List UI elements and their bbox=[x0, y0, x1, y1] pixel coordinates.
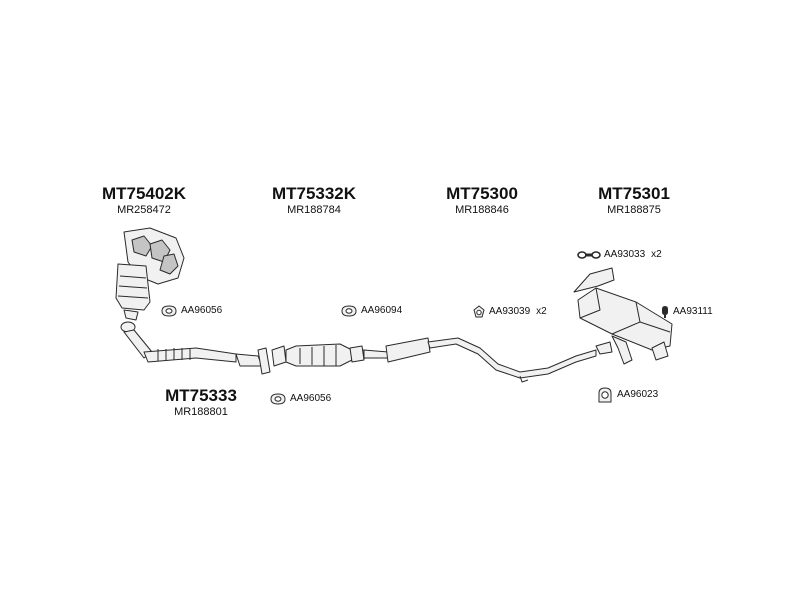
front-pipe-drawing bbox=[120, 321, 271, 375]
part-front-pipe[interactable]: MT75333 MR188801 bbox=[139, 386, 263, 419]
middle-pipe-drawing bbox=[349, 337, 597, 383]
accessory-clamp-middle[interactable]: AA93039 x2 bbox=[472, 305, 547, 319]
part-reference: MR188801 bbox=[174, 406, 228, 418]
part-code: MT75332K bbox=[271, 184, 357, 203]
part-reference: MR188846 bbox=[455, 204, 509, 216]
part-rear-silencer[interactable]: MT75301 MR188875 bbox=[572, 184, 696, 217]
accessory-label: AA96056 bbox=[290, 393, 332, 404]
part-code: MT75402K bbox=[101, 184, 187, 203]
rubber-mount-icon bbox=[662, 306, 668, 318]
gasket-icon bbox=[341, 305, 357, 317]
part-catalyst[interactable]: MT75332K MR188784 bbox=[252, 184, 376, 217]
accessory-gasket-rear[interactable]: AA96023 bbox=[596, 386, 658, 404]
exhaust-manifold-drawing bbox=[115, 227, 185, 321]
flange-gasket-icon bbox=[598, 387, 612, 403]
part-middle-pipe[interactable]: MT75300 MR188846 bbox=[420, 184, 544, 217]
accessory-gasket-catalyst[interactable]: AA96094 bbox=[340, 305, 402, 317]
part-manifold[interactable]: MT75402K MR258472 bbox=[82, 184, 206, 217]
rear-silencer-drawing bbox=[573, 267, 673, 365]
accessory-gasket-front-pipe[interactable]: AA96056 bbox=[269, 393, 331, 405]
part-reference: MR188784 bbox=[287, 204, 341, 216]
accessory-label: AA93039 bbox=[489, 306, 531, 317]
part-reference: MR258472 bbox=[117, 204, 171, 216]
accessory-label: AA96023 bbox=[617, 389, 659, 400]
part-code: MT75301 bbox=[598, 184, 670, 203]
accessory-rubber-mount[interactable]: AA93111 bbox=[660, 305, 713, 319]
accessory-label: AA93033 bbox=[604, 249, 646, 260]
accessory-label: AA93111 bbox=[673, 306, 713, 317]
accessory-label: AA96094 bbox=[361, 305, 403, 316]
accessory-quantity: x2 bbox=[536, 306, 547, 317]
accessory-quantity: x2 bbox=[651, 249, 662, 260]
accessory-label: AA96056 bbox=[181, 305, 223, 316]
gasket-icon bbox=[161, 305, 177, 317]
hanger-link-icon bbox=[577, 251, 601, 259]
gasket-icon bbox=[270, 393, 286, 405]
part-code: MT75300 bbox=[446, 184, 518, 203]
accessory-gasket-manifold[interactable]: AA96056 bbox=[160, 305, 222, 317]
accessory-hanger-chain[interactable]: AA93033 x2 bbox=[577, 249, 662, 261]
clamp-icon bbox=[473, 305, 485, 318]
part-reference: MR188875 bbox=[607, 204, 661, 216]
part-code: MT75333 bbox=[165, 386, 237, 405]
